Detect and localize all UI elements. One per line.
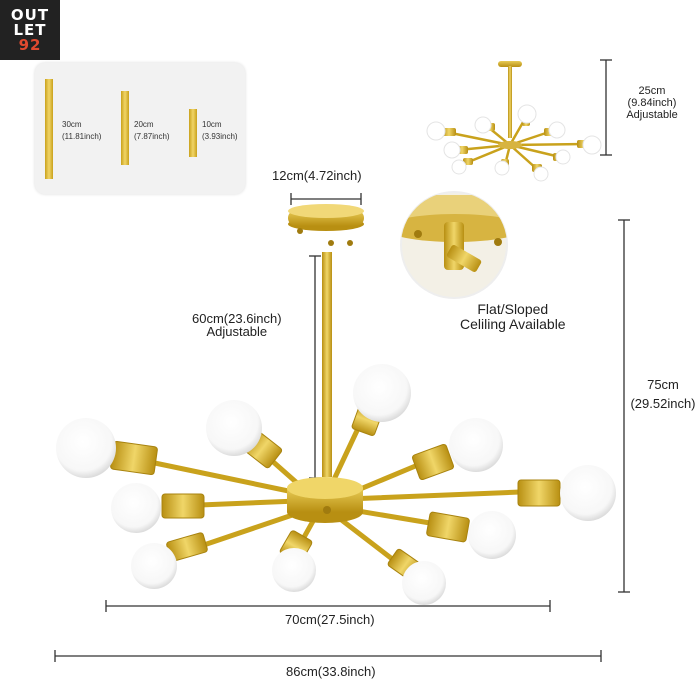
outer-width-label: 86cm(33.8inch) [286, 664, 376, 679]
canopy-dimension-line [290, 193, 362, 205]
rod-10cm [189, 109, 197, 157]
ceiling-note-line-2: Celiling Available [460, 316, 566, 332]
rod-20cm [121, 91, 129, 165]
outer-width-dimension-line [54, 650, 602, 662]
central-hub [287, 477, 363, 523]
small-height-cm: 25cm [638, 85, 666, 97]
small-height-inch: (9.84inch) [627, 97, 677, 109]
logo-line-1: OUT [10, 5, 50, 24]
total-height-cm: 75cm [647, 377, 679, 392]
total-height-dimension-line [618, 219, 630, 593]
rod-length-value: 60cm(23.6inch) [192, 311, 282, 326]
rod-adjustable-text: Adjustable [206, 324, 268, 339]
rod-30cm-label: 30cm(11.81inch) [62, 120, 102, 141]
logo-line-2: LET [13, 20, 47, 39]
logo-line-3: 92 [18, 35, 42, 54]
canopy-dimension-label: 12cm(4.72inch) [272, 168, 362, 183]
sloped-ceiling-detail [400, 191, 508, 299]
rod-20cm-label: 20cm(7.87inch) [134, 120, 170, 141]
small-height-dimension-line [600, 59, 612, 156]
rod-30cm [45, 79, 53, 179]
small-chandelier-preview [426, 61, 602, 182]
brand-logo: OUT LET 92 [0, 0, 60, 60]
rod-options-panel: 30cm(11.81inch) 20cm(7.87inch) 10cm(3.93… [35, 63, 245, 194]
rod-length-label: 60cm(23.6inch) Adjustable [192, 312, 282, 338]
ceiling-note-line-1: Flat/Sloped [477, 301, 549, 317]
down-rod [322, 252, 332, 477]
ceiling-note: Flat/Sloped Celiling Available [460, 302, 566, 332]
small-adjustable-text: Adjustable [626, 109, 678, 121]
small-height-label: 25cm (9.84inch) Adjustable [612, 85, 692, 121]
inner-width-label: 70cm(27.5inch) [285, 612, 375, 627]
light-bulbs [56, 364, 616, 605]
inner-width-dimension-line [105, 600, 551, 612]
total-height-label: 75cm (29.52inch) [626, 375, 700, 413]
total-height-inch: (29.52inch) [630, 396, 696, 411]
rod-10cm-label: 10cm(3.93inch) [202, 120, 238, 141]
ceiling-canopy [288, 204, 364, 246]
rod-height-dimension-line [309, 255, 321, 479]
